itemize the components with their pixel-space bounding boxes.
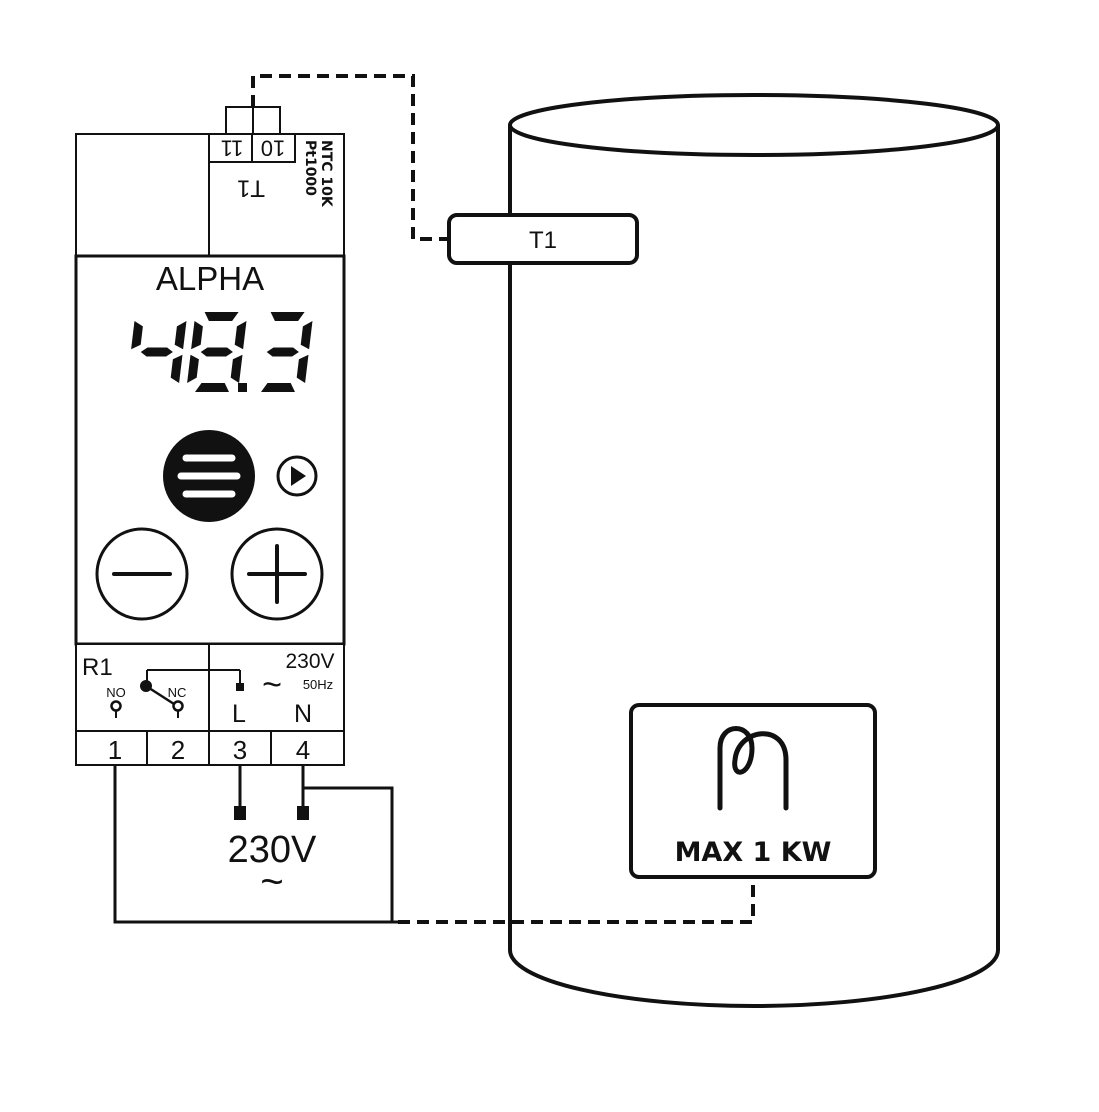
- display-segment: [261, 383, 295, 392]
- terminal-3-label: 3: [233, 735, 247, 765]
- plus-icon: [247, 544, 307, 604]
- sensor-type-pt1000: Pt1000: [302, 140, 318, 196]
- display-digit: [131, 321, 187, 383]
- display-segment: [170, 354, 183, 383]
- sensor-cable: [251, 74, 449, 241]
- relay-nc-label: NC: [168, 685, 187, 700]
- power-wiring: [113, 765, 755, 924]
- ac-wave-symbol: ~: [262, 666, 282, 704]
- display-segment: [187, 354, 199, 383]
- brand-label: ALPHA: [156, 260, 264, 297]
- supply-frequency-label: 50Hz: [303, 677, 333, 692]
- relay-r1-label: R1: [82, 654, 113, 681]
- relay-contact-symbol: [110, 669, 244, 718]
- sensor-terminal-labels: 11 10 T1 NTC 10K Pt1000: [221, 136, 334, 208]
- display-segment: [270, 312, 305, 321]
- display-segment: [131, 321, 143, 350]
- display-digit: [187, 312, 247, 392]
- heater-element: MAX 1 KW: [629, 703, 877, 879]
- menu-button[interactable]: [163, 430, 255, 522]
- display-segment: [195, 383, 229, 392]
- display-segment: [191, 321, 203, 350]
- terminal-1-label: 1: [108, 735, 122, 765]
- display-segment: [174, 321, 187, 350]
- tank-sensor-t1: T1: [447, 213, 639, 265]
- sensor-t1-terminal-label: T1: [237, 175, 265, 202]
- terminal-10-label: 10: [261, 136, 285, 161]
- controller-housing: [75, 106, 345, 257]
- supply-label: 230V ~: [228, 829, 317, 904]
- relay-terminal-numbers: 1 2 3 4: [108, 735, 310, 765]
- display-segment: [204, 312, 239, 321]
- terminal-2-label: 2: [171, 735, 185, 765]
- relay-labels: R1 NO NC 230V 50Hz ~ L N: [82, 650, 335, 728]
- display-segment: [140, 347, 173, 357]
- next-button[interactable]: [276, 455, 318, 497]
- tank-sensor-label: T1: [529, 227, 557, 254]
- supply-230v-label: 230V: [228, 829, 317, 871]
- temperature-display: [131, 312, 313, 392]
- supply-voltage-label: 230V: [285, 650, 334, 673]
- display-segment: [234, 321, 247, 350]
- terminal-11-label: 11: [221, 136, 244, 161]
- sensor-type-ntc: NTC 10K: [318, 140, 334, 208]
- heater-label: MAX 1 KW: [675, 837, 832, 868]
- heating-coil-icon: [717, 726, 789, 811]
- display-segment: [300, 321, 313, 350]
- display-segment: [230, 354, 243, 383]
- display-segment: [266, 347, 299, 357]
- display-segment: [200, 347, 233, 357]
- plus-button[interactable]: [230, 527, 324, 621]
- minus-button[interactable]: [95, 527, 189, 621]
- play-circle-icon: [276, 455, 318, 497]
- menu-icon: [177, 454, 241, 498]
- relay-no-label: NO: [106, 685, 126, 700]
- line-l-label: L: [232, 700, 246, 728]
- display-digit: [261, 312, 313, 392]
- display-segment: [296, 354, 309, 383]
- neutral-n-label: N: [294, 700, 312, 728]
- display-decimal-point: [238, 383, 247, 392]
- terminal-4-label: 4: [296, 735, 310, 765]
- supply-ac-symbol: ~: [260, 860, 283, 904]
- water-tank: [508, 93, 1000, 1008]
